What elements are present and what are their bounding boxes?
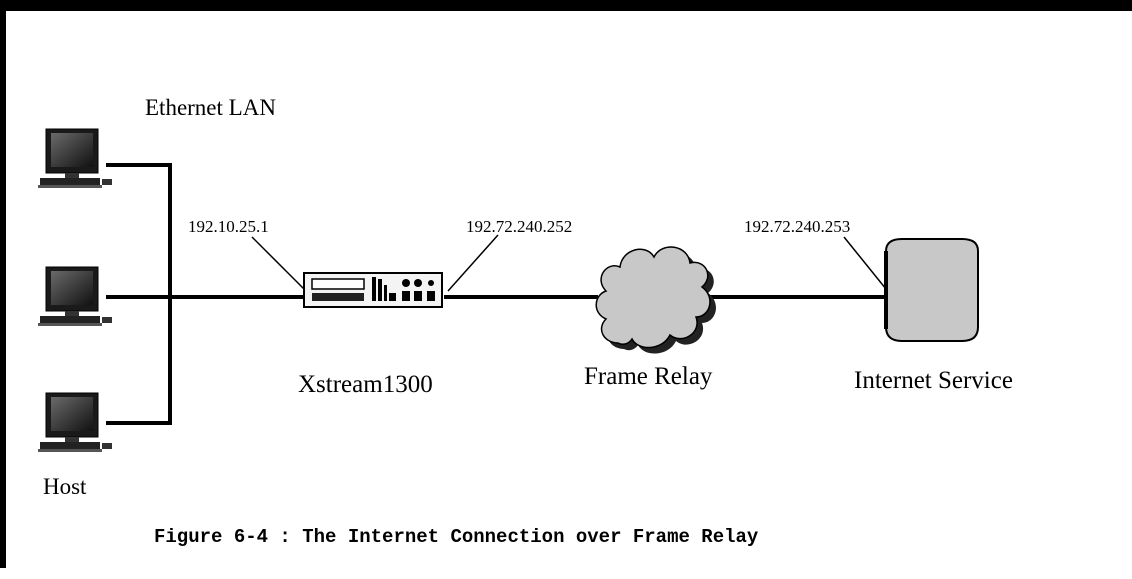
router-name-label: Xstream1300 [298,371,433,398]
lan-bus [106,163,306,425]
ip-leader-lines [251,234,887,292]
network-diagram: Ethernet LAN Host 192.10.25.1 192.72.240… [37,95,1013,548]
ip-address-lan: 192.10.25.1 [188,217,269,236]
frame-relay-label: Frame Relay [584,363,713,390]
ip-address-isp: 192.72.240.253 [744,217,850,236]
figure-caption: Figure 6-4 : The Internet Connection ove… [154,526,759,548]
host-pc-icon [37,392,113,453]
ip-address-wan: 192.72.240.252 [466,217,572,236]
host-label: Host [43,474,87,499]
frame-relay-cloud-icon [595,246,716,354]
ethernet-lan-label: Ethernet LAN [145,95,276,120]
host-pc-icon [37,128,113,189]
internet-service-label: Internet Service [854,367,1013,394]
internet-service-server-icon [884,238,979,342]
router-icon [303,272,443,308]
host-pc-icon [37,266,113,327]
